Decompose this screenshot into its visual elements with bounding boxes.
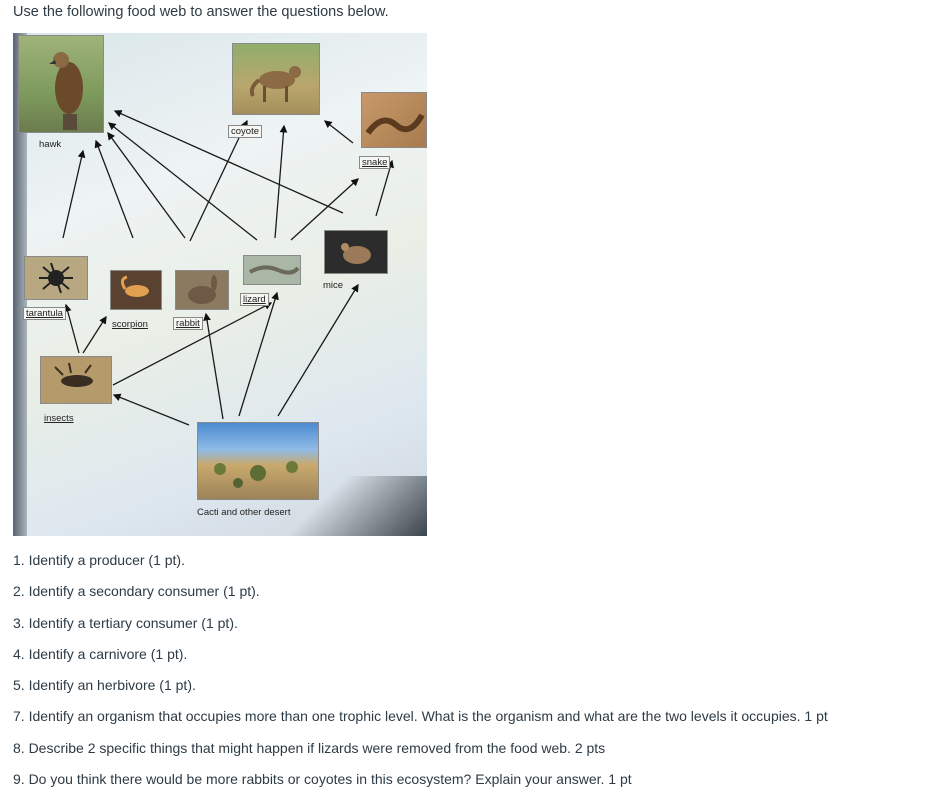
insect-figure <box>54 362 93 387</box>
arrow-tarantula-to-hawk <box>62 149 86 239</box>
question-item: 7. Identify an organism that occupies mo… <box>13 708 828 725</box>
instructions-text: Use the following food web to answer the… <box>13 4 389 20</box>
question-item: 2. Identify a secondary consumer (1 pt). <box>13 583 260 600</box>
label-scorpion: scorpion <box>112 319 148 330</box>
coyote-image <box>232 43 320 115</box>
rabbit-image <box>175 270 229 310</box>
arrow-insects-to-tarantula <box>63 303 80 354</box>
label-mice: mice <box>323 280 344 291</box>
question-item: 4. Identify a carnivore (1 pt). <box>13 645 188 662</box>
hawk-image <box>18 35 104 133</box>
hawk-figure <box>49 52 83 130</box>
arrow-lizard-to-coyote <box>274 124 288 239</box>
question-item: 5. Identify an herbivore (1 pt). <box>13 677 196 694</box>
question-item: 3. Identify a tertiary consumer (1 pt). <box>13 614 238 631</box>
arrow-rabbit-to-coyote <box>189 119 248 242</box>
tarantula-figure <box>39 262 73 294</box>
question-item: 8. Describe 2 specific things that might… <box>13 739 606 756</box>
label-lizard: lizard <box>240 293 269 306</box>
arrow-producer-to-lizard <box>238 291 279 417</box>
arrow-mice-to-hawk <box>113 110 344 214</box>
tarantula-image <box>24 256 88 300</box>
arrow-mice-to-snake <box>375 159 394 217</box>
arrow-snake-to-coyote <box>323 120 354 144</box>
photo-screen-edge <box>13 33 27 536</box>
arrow-insects-to-lizard <box>112 302 273 386</box>
desert-shrubs <box>214 461 298 488</box>
label-coyote: coyote <box>228 125 262 138</box>
label-insects: insects <box>44 413 74 424</box>
mouse-figure <box>341 243 371 264</box>
arrow-rabbit-to-hawk <box>107 131 186 239</box>
arrow-producer-to-insects <box>112 393 190 426</box>
arrow-mice-to-coyote <box>290 178 359 241</box>
question-list: 1. Identify a producer (1 pt). 2. Identi… <box>13 550 828 800</box>
food-web-photo: hawk coyote snake mice tarantula scorpio… <box>13 33 427 536</box>
label-hawk: hawk <box>39 139 62 150</box>
insects-image <box>40 356 112 404</box>
question-item: 9. Do you think there would be more rabb… <box>13 771 632 788</box>
scorpion-figure <box>120 275 149 297</box>
arrow-lizard-to-hawk <box>107 122 258 241</box>
desert-image <box>197 422 319 500</box>
label-producer: Cacti and other desert <box>197 507 291 518</box>
scorpion-image <box>110 270 162 310</box>
lizard-figure <box>249 265 300 275</box>
question-item: 1. Identify a producer (1 pt). <box>13 552 185 568</box>
rabbit-figure <box>188 275 217 304</box>
arrow-scorpion-to-hawk <box>94 139 134 239</box>
label-rabbit: rabbit <box>173 317 203 330</box>
coyote-figure <box>249 66 301 102</box>
food-web-arrows <box>62 110 394 426</box>
arrow-producer-to-mice <box>277 283 359 417</box>
snake-image <box>361 92 427 148</box>
lizard-image <box>243 255 301 285</box>
snake-figure <box>365 113 425 135</box>
arrow-producer-to-rabbit <box>203 312 224 420</box>
arrow-insects-to-scorpion <box>82 315 107 354</box>
label-tarantula: tarantula <box>23 307 66 320</box>
mice-image <box>324 230 388 274</box>
label-snake: snake <box>359 156 391 169</box>
